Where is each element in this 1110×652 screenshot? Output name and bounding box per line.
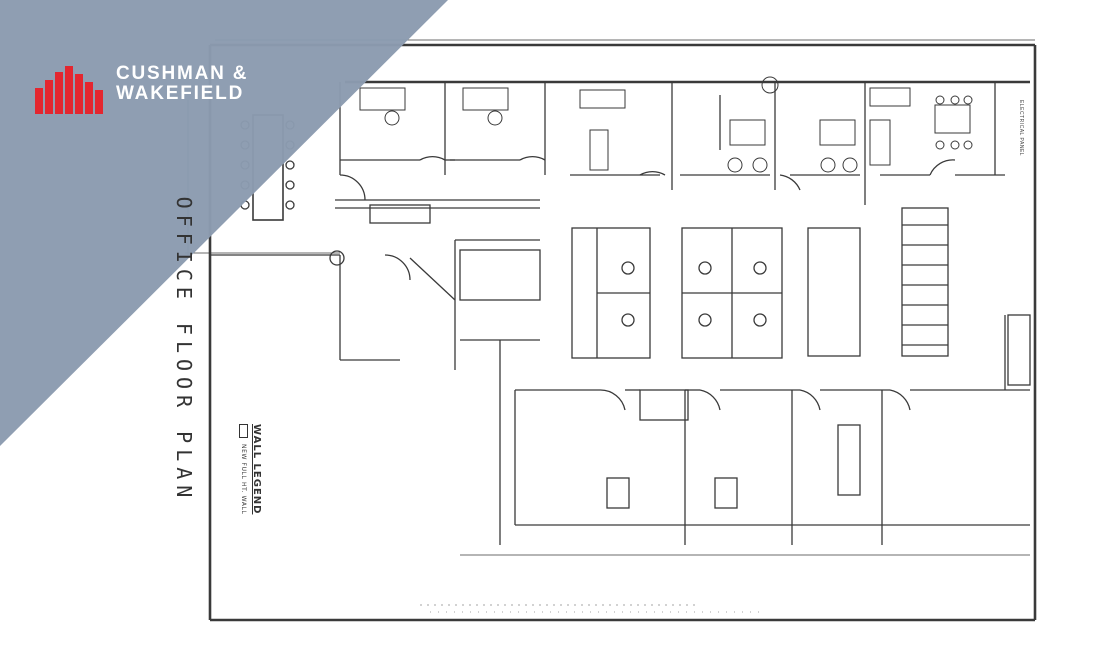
legend-row: NEW FULL HT. WALL (239, 424, 248, 514)
legend-item-label: NEW FULL HT. WALL (240, 444, 247, 515)
office-furniture (359, 76, 973, 173)
cubicles (571, 207, 949, 359)
brand-logo: CUSHMAN & WAKEFIELD (104, 64, 248, 104)
legend-swatch (239, 424, 248, 438)
wall-legend: WALL LEGEND NEW FULL HT. WALL (239, 424, 262, 514)
bottom-offices (499, 314, 1031, 545)
plan-title: OFFICE FLOOR PLAN (172, 196, 196, 504)
legend-title: WALL LEGEND (251, 424, 262, 515)
brand-wordmark: CUSHMAN & WAKEFIELD (116, 64, 248, 104)
brand-name-line2: WAKEFIELD (116, 83, 245, 104)
floor-plan-drawing (185, 39, 1037, 622)
brand-name-line1: CUSHMAN & (116, 63, 249, 84)
electrical-panel-label: ELECTRICAL PANEL (1018, 100, 1024, 157)
top-offices (339, 82, 1005, 205)
brand-banner (0, 0, 448, 446)
brand-logo-icon (35, 66, 103, 114)
scan-noise (420, 604, 760, 613)
